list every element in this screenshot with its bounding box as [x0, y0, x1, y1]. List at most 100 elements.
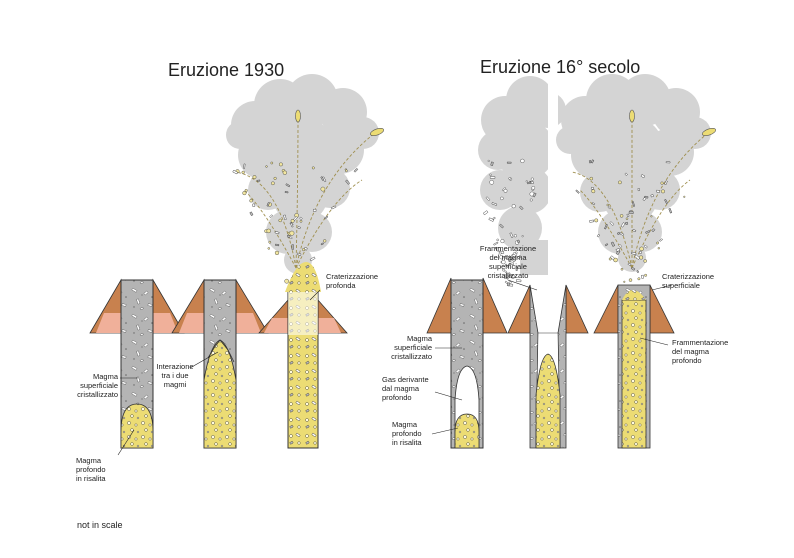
clast	[668, 208, 673, 214]
label-line: del magma	[672, 347, 710, 356]
clast	[631, 251, 637, 255]
clast	[608, 257, 612, 261]
clast	[273, 176, 277, 180]
clast	[242, 191, 247, 196]
label-line: profondo	[382, 393, 412, 402]
clast	[630, 266, 636, 271]
clast	[521, 235, 524, 238]
clast	[575, 189, 580, 194]
clast	[624, 172, 628, 176]
clast	[620, 267, 624, 271]
clast	[241, 170, 245, 174]
clast	[609, 221, 615, 226]
label-line: Craterizzazione	[662, 272, 715, 281]
clast	[591, 189, 596, 194]
clast	[683, 195, 686, 198]
clast	[284, 278, 290, 284]
clast	[487, 159, 490, 162]
clast	[625, 217, 629, 220]
clast	[664, 180, 668, 186]
clast	[311, 166, 315, 170]
clast	[503, 188, 508, 193]
clast	[604, 223, 608, 230]
clast	[302, 248, 306, 252]
clast	[634, 254, 641, 260]
clast	[490, 161, 494, 166]
clast	[628, 278, 633, 282]
clast	[353, 167, 359, 173]
clast	[631, 201, 635, 207]
clast	[644, 273, 647, 277]
clast	[659, 238, 663, 242]
clast	[282, 170, 287, 175]
clast	[488, 217, 495, 222]
clast	[512, 254, 516, 258]
clast	[619, 214, 624, 218]
clast	[639, 255, 644, 260]
clast	[320, 176, 325, 181]
clast	[504, 263, 509, 268]
clast	[499, 255, 504, 260]
clast	[303, 246, 308, 251]
panel-5	[507, 284, 589, 449]
clast	[623, 280, 626, 283]
clast	[278, 162, 283, 167]
bomb-left-right	[370, 128, 384, 136]
label-line: in risalita	[392, 438, 422, 447]
clast	[268, 240, 272, 244]
clast	[596, 233, 600, 238]
clast	[501, 260, 506, 265]
label-line: cristallizzato	[77, 390, 118, 399]
clast	[519, 205, 524, 211]
trajectories-right	[571, 118, 709, 269]
clast	[299, 216, 303, 220]
panel-2	[171, 278, 269, 449]
trajectories-left	[235, 117, 376, 269]
footnote: not in scale	[77, 520, 123, 530]
clast	[529, 198, 533, 202]
clast	[291, 244, 294, 250]
clast	[506, 256, 511, 261]
clast	[244, 188, 248, 192]
clast	[489, 179, 495, 185]
clast	[504, 280, 509, 284]
clast	[256, 179, 261, 182]
clast	[627, 262, 632, 266]
clast	[297, 226, 301, 229]
clast	[644, 195, 649, 199]
clast	[503, 276, 507, 279]
clast	[590, 186, 594, 190]
leader-lines	[117, 279, 673, 456]
label-line: superficiale	[394, 343, 432, 352]
clast	[511, 274, 516, 279]
bomb-left-top	[295, 109, 301, 123]
clast	[299, 219, 303, 223]
clast	[511, 204, 516, 209]
clast	[604, 243, 609, 247]
clast	[626, 213, 630, 217]
label-line: Frammentazione	[479, 244, 537, 253]
label-line: profonda	[326, 281, 356, 290]
bomb-right-top	[629, 109, 635, 123]
cloud-divider	[548, 80, 558, 280]
clast	[266, 202, 270, 207]
clast	[249, 198, 253, 203]
clast	[509, 232, 514, 238]
clast	[313, 208, 317, 212]
clast	[283, 214, 287, 221]
clast	[639, 251, 642, 254]
clast	[278, 218, 282, 223]
clast	[643, 259, 647, 263]
clast	[615, 248, 621, 252]
clast	[590, 159, 595, 164]
clast	[613, 257, 618, 263]
clast	[324, 215, 329, 220]
clast	[589, 176, 593, 181]
label-line: in risalita	[76, 474, 106, 483]
panel-4	[426, 277, 508, 449]
ash-cloud-right-a	[478, 76, 566, 275]
title-eruption-1930: Eruzione 1930	[168, 60, 285, 80]
